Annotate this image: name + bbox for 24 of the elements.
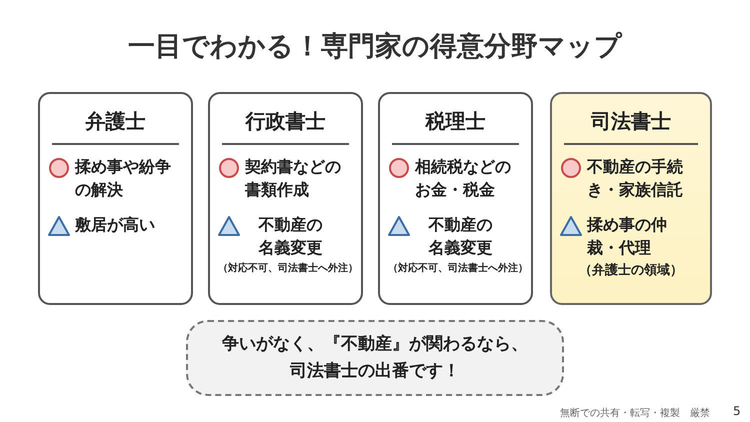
card-heading: 司法書士 (591, 108, 671, 135)
card-heading: 税理士 (426, 108, 486, 135)
card-heading: 弁護士 (86, 108, 146, 135)
callout-box (186, 320, 564, 396)
page-number: 5 (733, 404, 741, 418)
expert-card (378, 92, 533, 305)
item-text: 不動産の名義変更 (257, 214, 324, 260)
callout-text: 争いがなく、『不動産』が関わるなら、司法書士の出番です！ (221, 332, 529, 383)
item-text: 不動産の名義変更 (427, 214, 494, 260)
footer-note: 無断での共有・転写・複製 厳禁 (560, 406, 710, 420)
expert-card (550, 92, 712, 305)
item-text: 揉め事の仲裁・代理 (587, 214, 668, 260)
note-text: （対応不可、司法書士へ外注） (388, 261, 528, 276)
item-text: 契約書などの書類作成 (245, 156, 342, 201)
item-text: 敷居が高い (75, 214, 156, 236)
note-text: （対応不可、司法書士へ外注） (218, 261, 358, 276)
card-heading: 行政書士 (246, 108, 326, 135)
item-text: 相続税などのお金・税金 (415, 156, 512, 201)
title: 一目でわかる！専門家の得意分野マップ (127, 30, 624, 64)
expert-card (208, 92, 363, 305)
item-text: 不動産の手続き・家族信託 (587, 156, 684, 201)
expert-card (38, 92, 193, 305)
item-text: 揉め事や紛争の解決 (75, 156, 172, 201)
note-text: （弁護士の領域） (579, 262, 683, 280)
